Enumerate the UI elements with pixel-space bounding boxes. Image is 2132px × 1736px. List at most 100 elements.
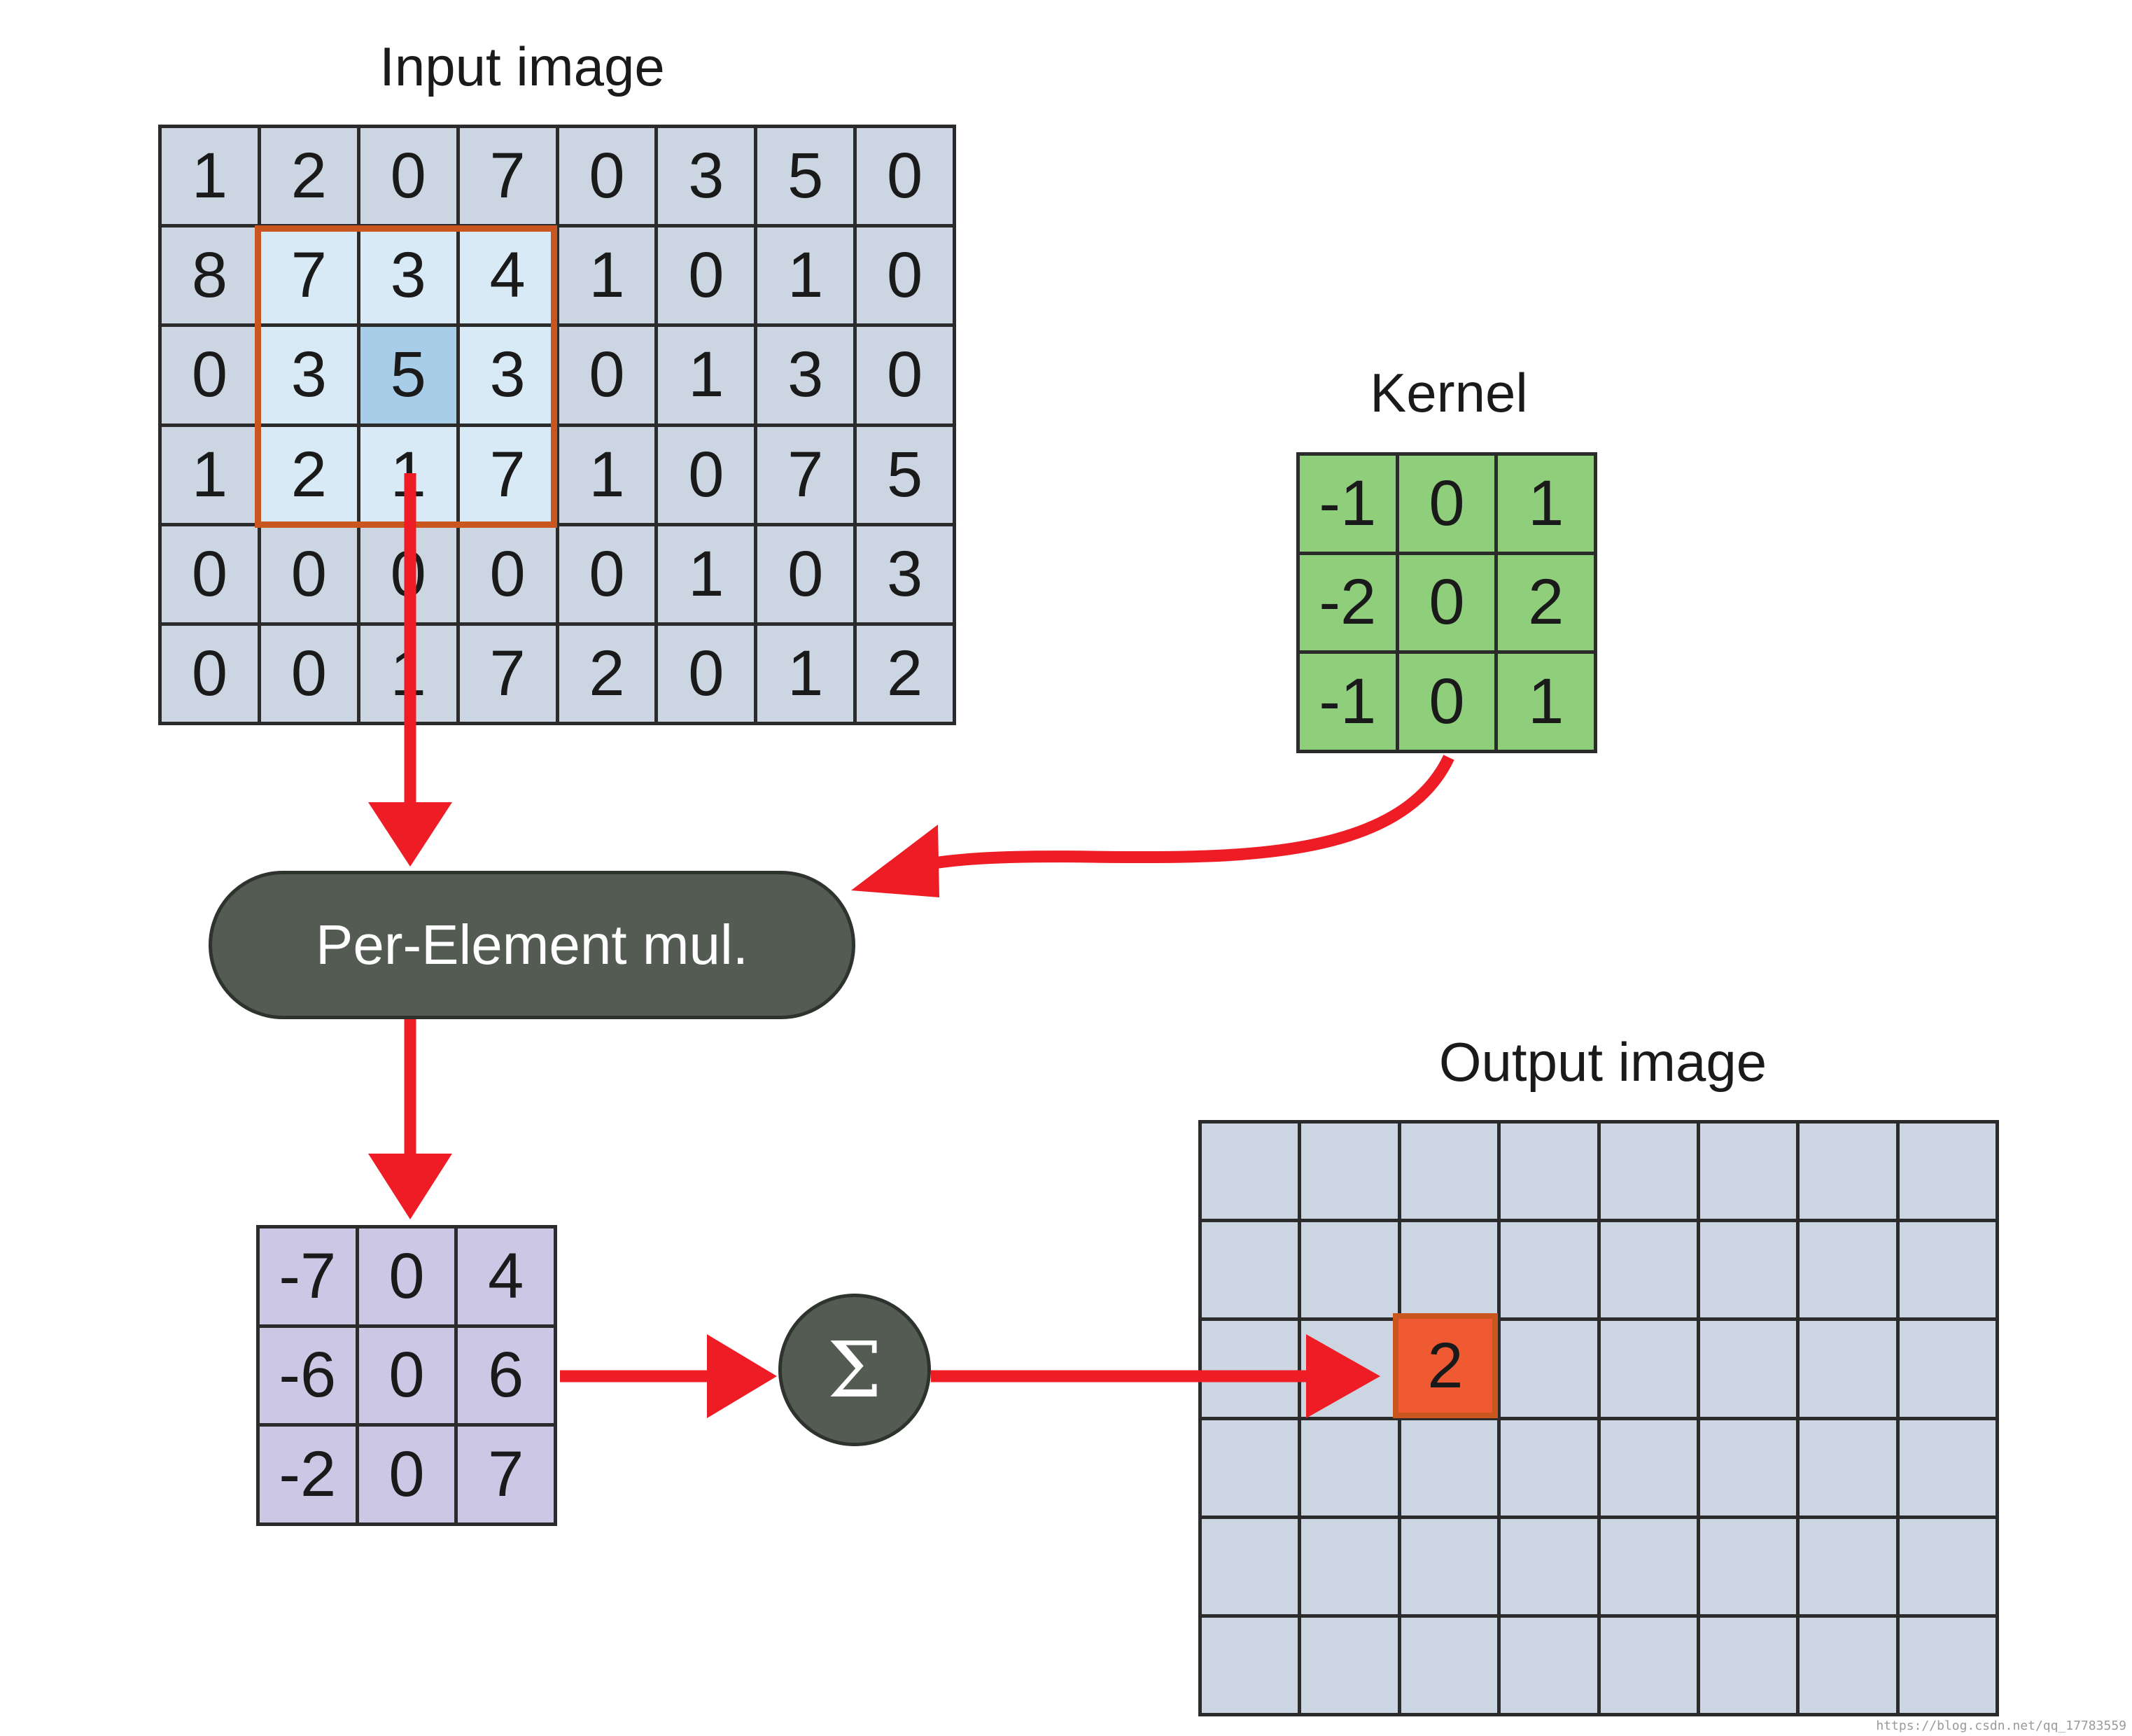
output-cell xyxy=(1800,1222,1896,1318)
product-cell: 0 xyxy=(358,1327,455,1424)
output-cell xyxy=(1202,1420,1298,1516)
sigma-icon: Σ xyxy=(827,1325,882,1415)
output-cell xyxy=(1899,1124,1996,1219)
sum-to-output-arrowhead xyxy=(1306,1334,1380,1418)
output-cell xyxy=(1401,1124,1498,1219)
input-cell: 0 xyxy=(559,526,655,622)
watermark: https://blog.csdn.net/qq_17783559 xyxy=(1876,1718,2126,1733)
kernel-cell: -2 xyxy=(1300,554,1396,651)
output-cell xyxy=(1301,1518,1398,1614)
kernel-cell: 0 xyxy=(1398,654,1495,750)
window-cell: 7 xyxy=(459,426,556,523)
input-cell: 3 xyxy=(658,128,755,225)
output-cell xyxy=(1699,1124,1797,1219)
output-cell xyxy=(1699,1420,1797,1516)
kernel-title: Kernel xyxy=(1370,362,1528,424)
input-image-grid: 1 2 0 7 0 3 5 0 8 7 3 4 1 0 1 0 0 3 5 3 … xyxy=(158,125,956,725)
product-cell: 4 xyxy=(458,1228,554,1324)
output-cell xyxy=(1401,1420,1498,1516)
product-cell: 0 xyxy=(358,1228,455,1324)
kernel-grid: -1 0 1 -2 0 2 -1 0 1 xyxy=(1296,452,1597,753)
kernel-to-mul-arrowhead xyxy=(851,825,939,897)
product-cell: -6 xyxy=(260,1327,356,1424)
output-cell xyxy=(1699,1617,1797,1713)
product-cell: 6 xyxy=(458,1327,554,1424)
product-cell: -2 xyxy=(260,1427,356,1522)
input-cell: 0 xyxy=(459,526,556,622)
output-cell xyxy=(1899,1420,1996,1516)
input-cell: 7 xyxy=(459,625,556,722)
output-cell xyxy=(1699,1222,1797,1318)
output-cell xyxy=(1600,1617,1697,1713)
output-cell xyxy=(1401,1617,1498,1713)
mul-to-product-arrowhead xyxy=(368,1154,452,1219)
input-cell: 2 xyxy=(559,625,655,722)
output-cell xyxy=(1202,1518,1298,1614)
output-cell xyxy=(1501,1222,1597,1318)
window-cell: 4 xyxy=(459,227,556,324)
input-cell: 0 xyxy=(857,227,953,324)
output-value-cell: 2 xyxy=(1393,1313,1498,1418)
output-cell xyxy=(1501,1124,1597,1219)
input-cell: 1 xyxy=(162,426,258,523)
input-cell: 0 xyxy=(260,526,357,622)
window-cell: 3 xyxy=(260,327,357,424)
output-cell xyxy=(1501,1321,1597,1417)
input-cell: 0 xyxy=(658,227,755,324)
input-cell: 1 xyxy=(757,227,854,324)
input-cell: 0 xyxy=(162,327,258,424)
input-cell: 1 xyxy=(559,227,655,324)
product-grid: -7 0 4 -6 0 6 -2 0 7 xyxy=(256,1225,557,1526)
output-cell xyxy=(1202,1124,1298,1219)
input-cell: 3 xyxy=(857,526,953,622)
input-cell: 5 xyxy=(757,128,854,225)
kernel-cell: 1 xyxy=(1498,456,1594,552)
output-cell xyxy=(1501,1617,1597,1713)
output-cell xyxy=(1202,1617,1298,1713)
output-cell xyxy=(1899,1617,1996,1713)
input-cell: 0 xyxy=(559,128,655,225)
product-cell: -7 xyxy=(260,1228,356,1324)
output-cell xyxy=(1301,1222,1398,1318)
input-cell: 1 xyxy=(757,625,854,722)
product-cell: 0 xyxy=(358,1427,455,1522)
output-cell xyxy=(1401,1518,1498,1614)
output-cell xyxy=(1401,1222,1498,1318)
input-cell: 1 xyxy=(559,426,655,523)
input-cell: 5 xyxy=(857,426,953,523)
input-cell: 7 xyxy=(459,128,556,225)
output-cell xyxy=(1600,1321,1697,1417)
output-image-title: Output image xyxy=(1438,1031,1767,1093)
window-cell: 7 xyxy=(260,227,357,324)
output-cell xyxy=(1800,1420,1896,1516)
input-cell: 0 xyxy=(162,526,258,622)
output-cell xyxy=(1800,1124,1896,1219)
output-cell xyxy=(1600,1420,1697,1516)
kernel-cell: 0 xyxy=(1398,456,1495,552)
kernel-cell: 2 xyxy=(1498,554,1594,651)
kernel-cell: 0 xyxy=(1398,554,1495,651)
output-cell xyxy=(1202,1321,1298,1417)
input-cell: 0 xyxy=(559,327,655,424)
input-cell: 2 xyxy=(857,625,953,722)
input-cell: 0 xyxy=(857,128,953,225)
output-cell xyxy=(1202,1222,1298,1318)
output-cell xyxy=(1501,1518,1597,1614)
input-to-mul-arrowhead xyxy=(368,802,452,867)
output-cell xyxy=(1301,1617,1398,1713)
input-cell: 0 xyxy=(260,625,357,722)
input-cell: 0 xyxy=(658,426,755,523)
output-cell xyxy=(1800,1518,1896,1614)
product-cell: 7 xyxy=(458,1427,554,1522)
output-cell xyxy=(1600,1124,1697,1219)
output-cell xyxy=(1899,1222,1996,1318)
input-cell: 1 xyxy=(162,128,258,225)
input-cell: 0 xyxy=(757,526,854,622)
output-cell xyxy=(1301,1420,1398,1516)
input-image-title: Input image xyxy=(379,36,665,97)
per-element-mul-label: Per-Element mul. xyxy=(316,913,748,976)
kernel-to-mul-arrow xyxy=(920,755,1454,872)
output-cell xyxy=(1699,1321,1797,1417)
per-element-mul-node: Per-Element mul. xyxy=(209,871,855,1019)
